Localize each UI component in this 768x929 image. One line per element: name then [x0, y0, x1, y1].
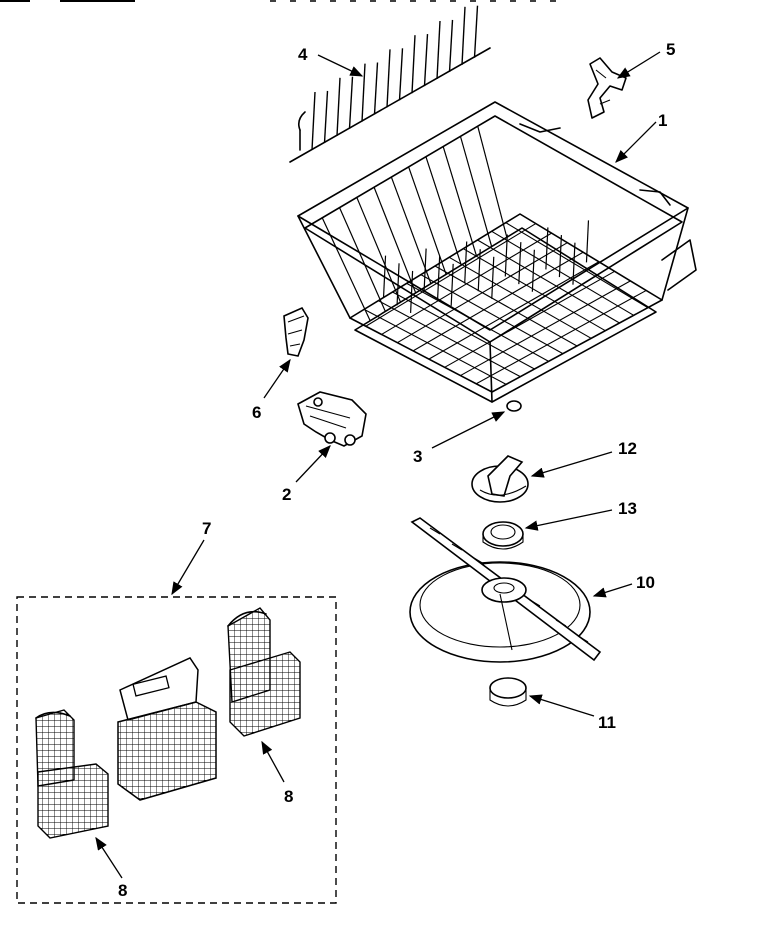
stud-clip-part: [587, 57, 627, 119]
callout-2: 2: [282, 485, 291, 504]
hub-part: [471, 455, 529, 503]
silverware-basket-end-right: [227, 607, 301, 737]
callout-10: 10: [636, 573, 655, 592]
rack-bumper-part: [283, 306, 309, 357]
callout-7: 7: [202, 519, 211, 538]
callout-11: 11: [598, 713, 616, 732]
seal-part: [482, 521, 524, 550]
callout-8-right: 8: [284, 787, 293, 806]
callout-labels: 4 5 1 6 2 3 12 13 10 11 7 8 8: [118, 40, 675, 900]
leader-lines: [95, 51, 661, 879]
callout-6: 6: [252, 403, 261, 422]
nut-part: [489, 677, 527, 707]
callout-5: 5: [666, 40, 675, 59]
callout-12: 12: [618, 439, 637, 458]
lower-dishrack-part: [297, 101, 697, 403]
callout-3: 3: [413, 447, 422, 466]
callout-8-left: 8: [118, 881, 127, 900]
basket-set-frame: [16, 596, 337, 904]
spray-arm-assembly-part: [409, 517, 602, 663]
callout-4: 4: [298, 45, 308, 64]
roller-assembly-part: [297, 391, 367, 447]
callout-1: 1: [658, 111, 667, 130]
callout-13: 13: [618, 499, 637, 518]
stud-part: [506, 400, 522, 412]
silverware-basket-end-left: [35, 709, 109, 839]
silverware-basket-center: [117, 657, 217, 801]
tine-row-part: [289, 5, 491, 163]
